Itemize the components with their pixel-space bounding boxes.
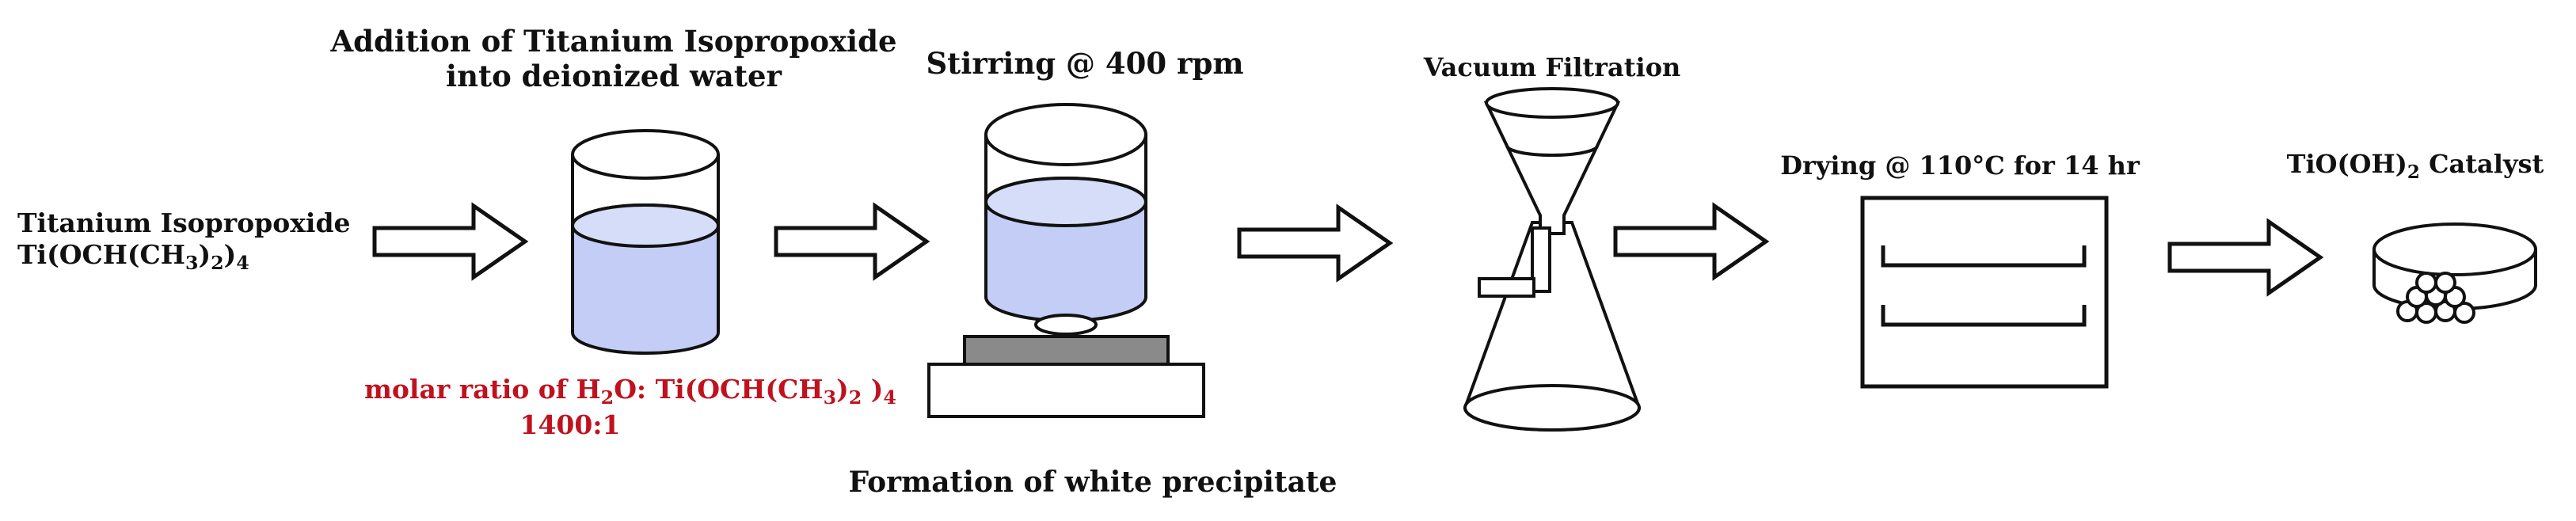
arrow-right-icon xyxy=(776,206,927,277)
oven-icon xyxy=(1860,196,2109,389)
addition-title: Addition of Titanium Isopropoxide into d… xyxy=(330,24,897,94)
drying-title: Drying @ 110°C for 14 hr xyxy=(1780,150,2140,181)
molar-ratio-formula: molar ratio of H2O: Ti(OCH(CH3)2 )4 xyxy=(364,374,896,409)
stirring-title: Stirring @ 400 rpm xyxy=(926,46,1244,81)
catalyst-label: TiO(OH)2 Catalyst xyxy=(2286,149,2544,183)
precursor-formula: Ti(OCH(CH3)2)4 xyxy=(17,238,249,274)
stirrer-beaker-icon xyxy=(927,103,1205,418)
arrow-right-icon xyxy=(1615,206,1766,277)
molar-ratio-label: molar ratio of H2O: Ti(OCH(CH3)2 )4 1400… xyxy=(364,374,896,440)
filtration-title: Vacuum Filtration xyxy=(1423,52,1681,82)
vacuum-filtration-icon xyxy=(1463,87,1642,432)
petri-dish-icon xyxy=(2372,222,2537,324)
beaker-icon xyxy=(571,129,720,355)
precipitate-caption: Formation of white precipitate xyxy=(848,466,1337,499)
precursor-label: Titanium Isopropoxide Ti(OCH(CH3)2)4 xyxy=(17,207,351,274)
arrow-right-icon xyxy=(375,206,525,277)
molar-ratio-value: 1400:1 xyxy=(519,409,621,440)
precursor-name: Titanium Isopropoxide xyxy=(17,207,351,238)
arrow-right-icon xyxy=(1239,207,1390,279)
arrow-right-icon xyxy=(2170,222,2320,293)
